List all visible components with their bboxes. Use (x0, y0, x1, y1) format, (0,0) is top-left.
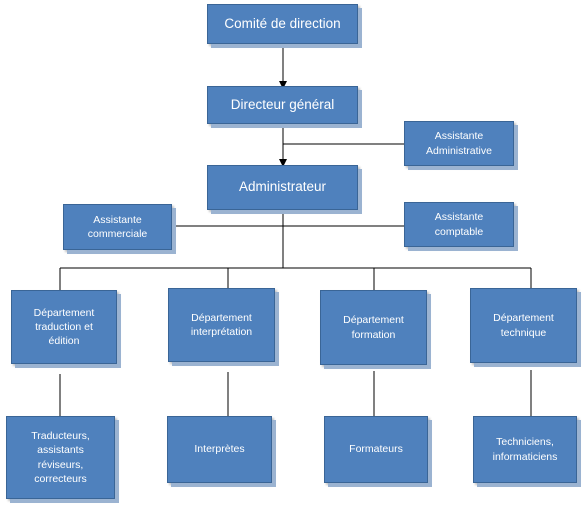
department-translation-box: Département traduction et édition (11, 290, 117, 364)
staff-interpretation-box: Interprètes (167, 416, 272, 483)
department-interpretation-box: Département interprétation (168, 288, 275, 362)
ceo-box: Directeur général (207, 86, 358, 124)
staff-training-box: Formateurs (324, 416, 428, 483)
department-technical-box: Département technique (470, 288, 577, 363)
sales-assistant-box: Assistante commerciale (63, 204, 172, 250)
admin-assistant-box: Assistante Administrative (404, 121, 514, 166)
board-box: Comité de direction (207, 4, 358, 44)
staff-translation-box: Traducteurs, assistants réviseurs, corre… (6, 416, 115, 499)
administrator-box: Administrateur (207, 165, 358, 210)
staff-technical-box: Techniciens, informaticiens (473, 416, 577, 483)
department-training-box: Département formation (320, 290, 427, 365)
accounting-assistant-box: Assistante comptable (404, 202, 514, 247)
